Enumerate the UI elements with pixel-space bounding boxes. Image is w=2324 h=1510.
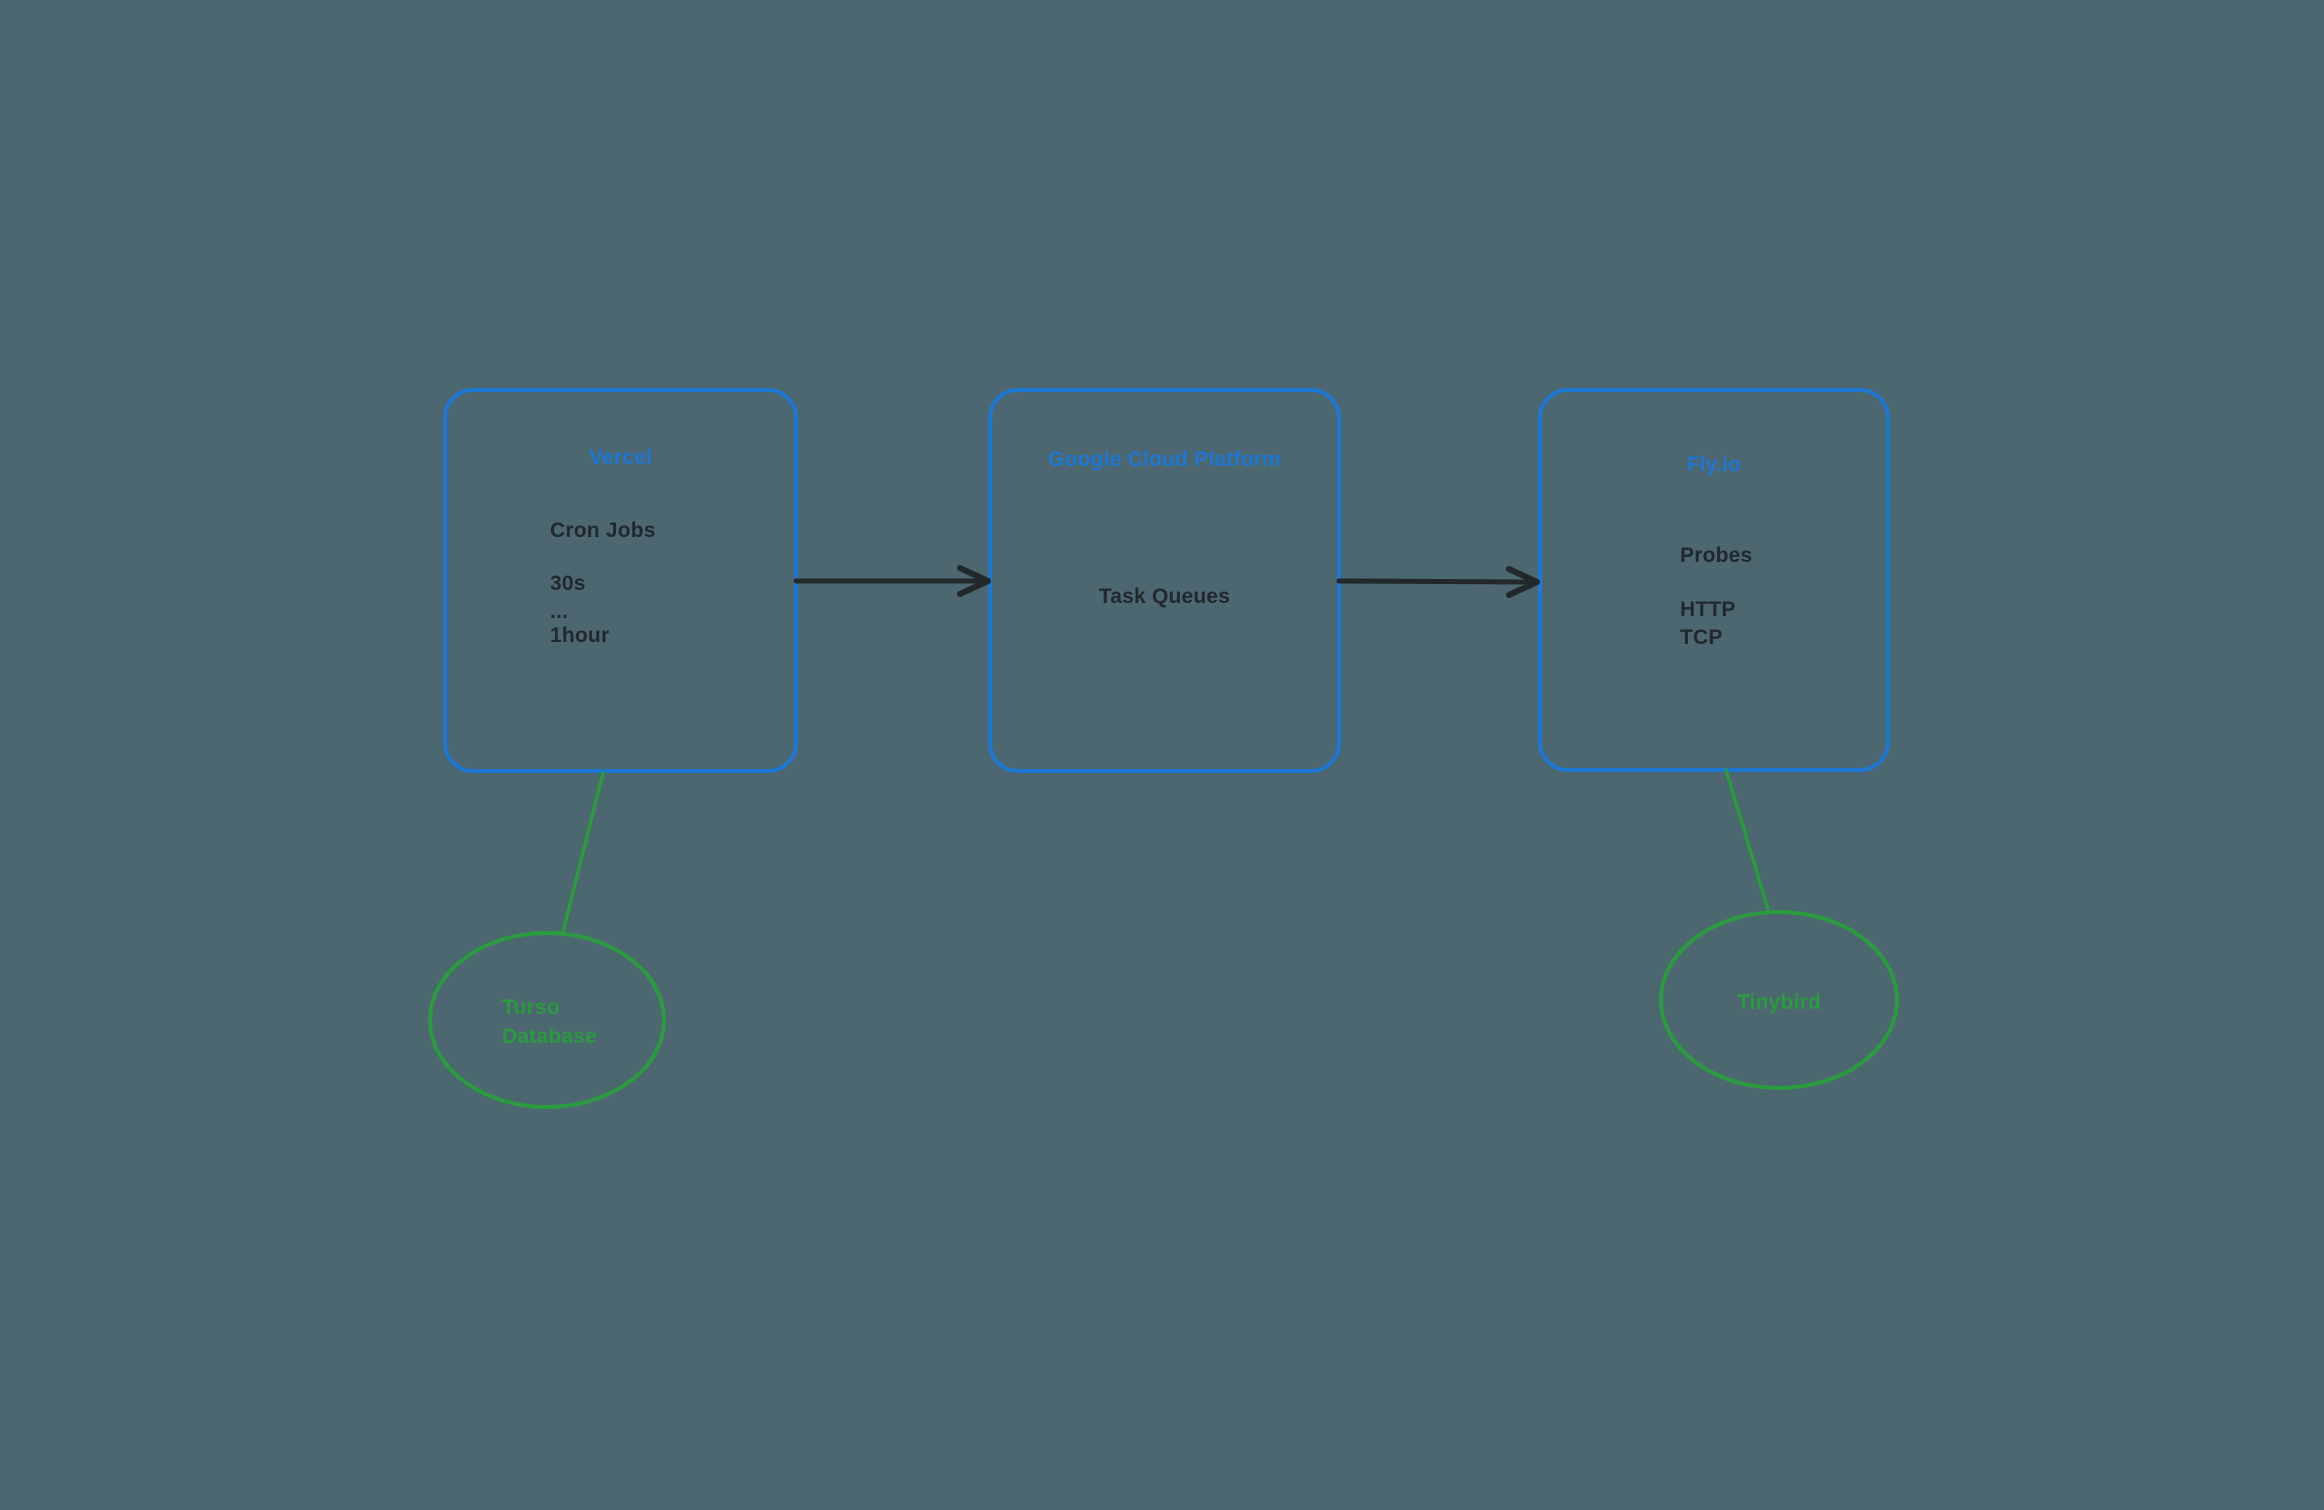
connector-flyio-to-tinybird[interactable] [1724, 768, 1770, 911]
node-vercel-title: Vercel [588, 446, 653, 469]
arrow-vercel-to-gcp[interactable] [793, 565, 991, 597]
arrow-gcp-to-flyio[interactable] [1336, 566, 1540, 598]
node-flyio-title: Fly.io [1686, 453, 1742, 476]
node-flyio-line-tcp: TCP [1680, 626, 1723, 649]
tinybird-ellipse[interactable] [1659, 910, 1899, 1090]
tinybird-label: Tinybird [1736, 991, 1822, 1014]
node-gcp-line-task-queues: Task Queues [1098, 585, 1231, 608]
node-flyio-line-probes: Probes [1680, 544, 1753, 567]
node-flyio-line-http: HTTP [1680, 598, 1736, 621]
node-vercel-line-ellipsis: ... [550, 600, 569, 623]
node-flyio-box[interactable] [1538, 388, 1890, 772]
arrow-head-icon [957, 565, 991, 597]
turso-ellipse[interactable] [428, 931, 666, 1109]
arrow-shaft [1336, 578, 1535, 585]
node-gcp-title: Google Cloud Platform [1048, 448, 1281, 471]
turso-label-line-1: Turso [502, 996, 560, 1019]
node-vercel-line-1hour: 1hour [550, 624, 610, 647]
node-vercel-line-cron-jobs: Cron Jobs [550, 519, 656, 542]
turso-label-line-2: Database [502, 1025, 597, 1048]
node-vercel-line-30s: 30s [550, 572, 586, 595]
arrow-head-icon [1506, 566, 1540, 598]
connector-vercel-to-turso[interactable] [561, 771, 605, 934]
